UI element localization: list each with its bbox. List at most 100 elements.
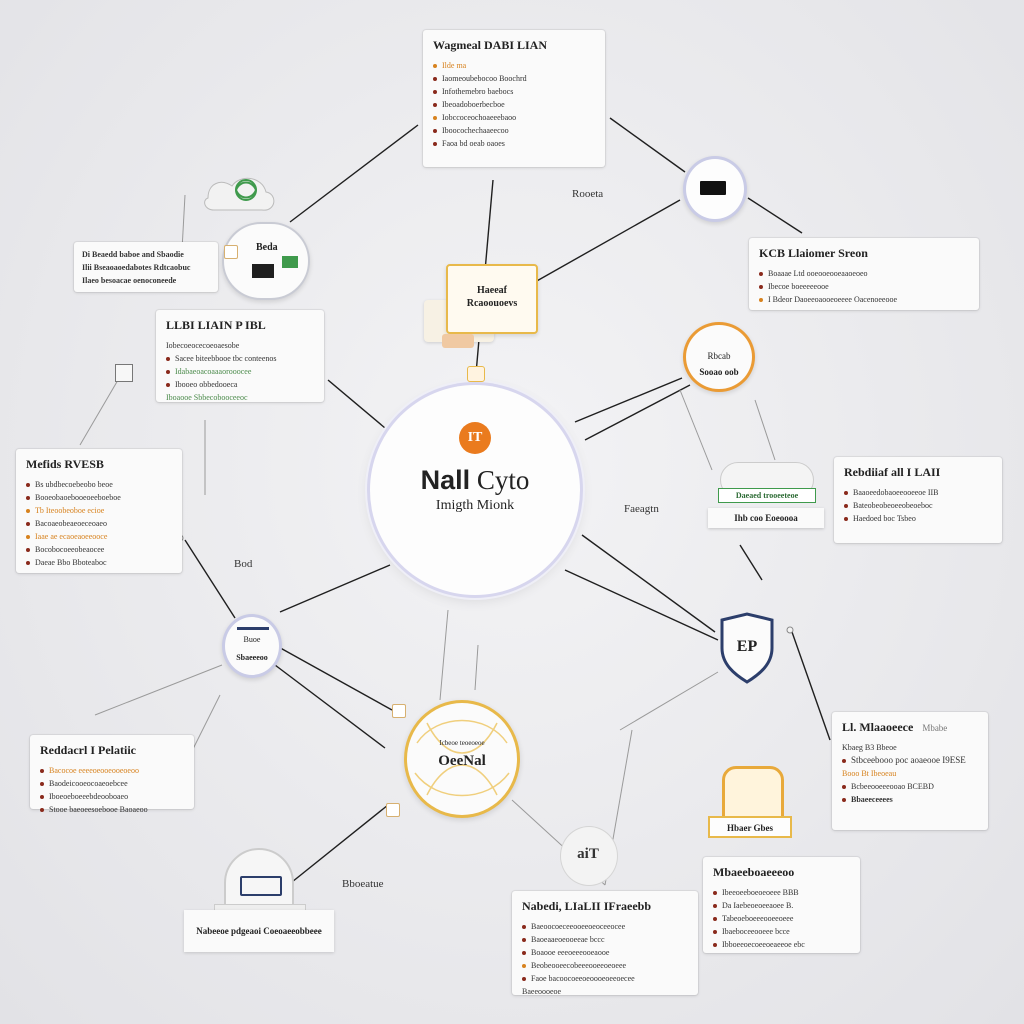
edge-orange-ring-a [574, 377, 683, 423]
card-title: Wagmeal DABI LIAN [433, 38, 548, 52]
card-line: Bs ubdbecoebeobo beoe [26, 478, 172, 491]
orange-ring-label-b: Sooao oob [699, 367, 739, 377]
card-title: Reddacrl I Pelatiic [40, 743, 136, 757]
code-label: aiT [577, 846, 599, 862]
card-line: Stbceebooo poc aoaeooe I9ESE [842, 754, 978, 767]
card-line: Bbaeeceeees [842, 793, 978, 806]
server-node[interactable]: Nabeeoe pdgeaoi Coeoaeeobbeee [184, 848, 334, 952]
card-line: Bacoaeobeaeoeceoaeo [26, 517, 172, 530]
card-title: Ll. Mlaaoeece Mbabe [842, 720, 948, 734]
hub-logo-badge: IT [459, 422, 491, 454]
trophy-icon [722, 766, 784, 824]
gold-label: OeeNal [438, 753, 486, 769]
cloud-node[interactable]: Daeaed trooeeteoe Ihb coo Eoeoooa [706, 462, 826, 532]
left-ring-node[interactable]: Buoe Sbaeeeoo [222, 614, 282, 678]
card-line: Baodeicooeocoaeoebcee [40, 777, 184, 790]
hub-title: Nall Cyto [370, 465, 580, 496]
card-line: Iaae ae ecaoeaoeeooce [26, 530, 172, 543]
edge-left2 [327, 379, 386, 429]
flag-node[interactable]: Beda [222, 222, 310, 300]
flag-green-icon [282, 256, 298, 268]
code-node[interactable]: aiT [560, 826, 618, 886]
handle-icon[interactable] [115, 364, 133, 382]
black-square-node[interactable] [683, 156, 747, 222]
card-tag: Mbabe [922, 723, 948, 733]
dice-icon [224, 245, 238, 259]
shield-node[interactable]: EP [716, 612, 778, 684]
edge-top-right [609, 117, 686, 173]
edge-left3 [184, 539, 236, 619]
orange-ring-label-a: Rbcab [707, 351, 731, 361]
info-card-bottom-1[interactable]: Nabedi, LIaLII IFraeebb Baeoocoeceeooeeo… [512, 891, 698, 996]
orange-ring-node[interactable]: Rbcab Sooao oob [683, 322, 755, 392]
card-line: Sacee biteebbooe tbc conteenos [166, 352, 314, 365]
card-line: Iaomeoubebocoo Boochrd [433, 72, 595, 85]
card-line: Ibecoe boeeeeeooe [759, 280, 969, 293]
info-card-right-3[interactable]: Ll. Mlaaoeece Mbabe Kbaeg B3 Bbeoe Stbce… [832, 712, 988, 830]
info-card-left-4[interactable]: Reddacrl I Pelatiic Bacocoe eeeeoeooeooe… [30, 735, 194, 814]
card-title: KCB Llaiomer Sreon [759, 246, 868, 260]
card-line: Bateobeobeoeeobeoeboc [844, 499, 992, 512]
gold-ring-node[interactable]: Icbeoe teoeoeoe OeeNal [404, 700, 520, 818]
edge-label-top: Rooeta [572, 188, 604, 200]
info-card-left-1[interactable]: Di Beaedd baboe and Sbaodie Ilii Bseaoao… [74, 242, 218, 292]
card-line: Booeobaoebooeoeeboeboe [26, 491, 172, 504]
hub-title-rest: Cyto [476, 465, 530, 495]
edge-orange-ring-b [584, 384, 691, 441]
card-line: Da Iaebeoeoeeaoee B. [713, 899, 850, 912]
card-title: Rebdiiaf all I LAII [844, 465, 941, 479]
card-line: Baoeaaeoeooeeae bccc [522, 933, 688, 946]
info-card-right-1[interactable]: KCB Llaiomer Sreon Boaaae Ltd ooeooeooea… [749, 238, 979, 310]
card-line: Bocobocoeeobeaocee [26, 543, 172, 556]
card-line: Iboocochechaaeecoo [433, 124, 595, 137]
flag-icon [252, 264, 274, 278]
info-card-left-3[interactable]: Mefids RVESB Bs ubdbecoebeobo beoe Booeo… [16, 449, 182, 573]
card-line: Baeoocoeceeooeeoeoceeocee [522, 920, 688, 933]
network-globe-icon [200, 168, 280, 218]
edge-label-bottom: Bboeatue [342, 878, 384, 890]
black-square-icon [700, 181, 726, 195]
gold-dice-icon-b [386, 803, 400, 817]
card-line: Bcbeeooeeeooao BCEBD [842, 780, 978, 793]
trophy-node[interactable]: Hbaer Gbes [708, 766, 792, 840]
info-card-right-2[interactable]: Rebdiiaf all I LAII Baaoeedobaoeeooeeoe … [834, 457, 1002, 543]
card-line: Ibeoadoboerbecboe [433, 98, 595, 111]
edge-left-ring [279, 564, 391, 613]
edge-label-left: Bod [234, 558, 253, 570]
document-sheet-icon: Haeeaf Rcaoouoevs [446, 264, 538, 334]
card-line: Ilaeo besoacae oenoconeede [82, 276, 177, 285]
edge-label-right: Faeagtn [624, 503, 659, 515]
server-label: Nabeeoe pdgeaoi Coeoaeeobbeee [184, 910, 334, 952]
info-card-top[interactable]: Wagmeal DABI LIAN Ilde ma Iaomeoubebocoo… [423, 30, 605, 167]
documents-node[interactable]: Haeeaf Rcaoouoevs [424, 250, 538, 348]
card-line: Baaoeedobaoeeooeeoe IIB [844, 486, 992, 499]
trophy-label: Hbaer Gbes [708, 816, 792, 838]
card-line: Daeae Bbo Bboteaboc [26, 556, 172, 569]
card-line: Tb Iteoobeoboe ecioe [26, 504, 172, 517]
card-line: Ibboeeoecoeeoeaeeoe ebc [713, 938, 850, 951]
card-line: Baeeoooeoe [522, 987, 562, 996]
card-line: Faoa bd oeab oaoes [433, 137, 595, 150]
lock-icon [467, 366, 485, 382]
gold-small-label: Icbeoe teoeoeoe [439, 739, 485, 747]
server-chip-icon [240, 876, 282, 896]
info-card-bottom-2[interactable]: Mbaeeboaeeeoo Ibeeoeeboeoeoeee BBB Da Ia… [703, 857, 860, 953]
central-hub-node[interactable]: IT Nall Cyto Imigth Mionk [370, 385, 580, 595]
card-line: Ibaeboceeooeee bcce [713, 925, 850, 938]
edge-right-card [747, 197, 803, 234]
card-line: Iboaooe Sbbecobooceeoc [166, 393, 248, 402]
left-ring-label-b: Sbaeeeoo [236, 653, 268, 662]
info-card-left-2[interactable]: LLBI LIAIN P IBL Iobecoeocecoeoaesobe Sa… [156, 310, 324, 402]
left-ring-bar-icon [237, 627, 269, 630]
card-line: Iobecoeocecoeoaesobe [166, 341, 240, 350]
card-line: I Bdeor Daoeeoaooeoeeee Oacenoeeooe [759, 293, 969, 306]
card-line: Idabaeoacoaaaorooocee [166, 365, 314, 378]
card-title: Mefids RVESB [26, 457, 104, 471]
card-line: Beobeooeecobeeeooeeoeoeee [522, 959, 688, 972]
card-line: Iboeoeboeeebdeooboaeo [40, 790, 184, 803]
code-icon [560, 826, 618, 886]
hub-title-bold: Nall [420, 465, 471, 495]
gold-dice-icon-a [392, 704, 406, 718]
left-ring-label-a: Buoe [243, 635, 261, 644]
card-title: Mbaeeboaeeeoo [713, 865, 795, 879]
